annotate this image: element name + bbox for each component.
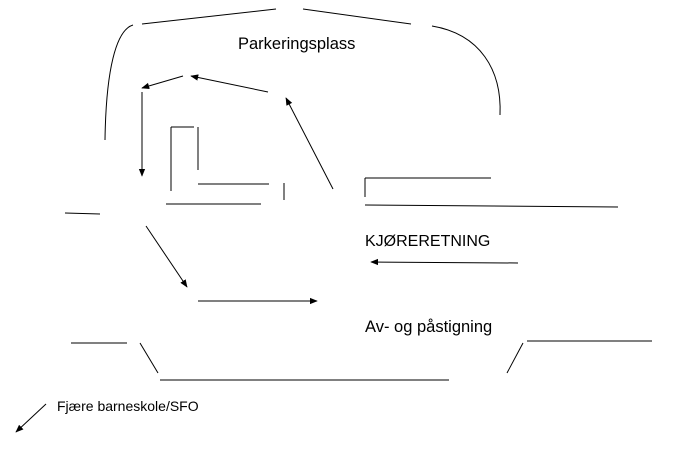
dropoff-right-diagonal (506, 342, 524, 374)
route-arrow-up-right (285, 97, 334, 190)
school-direction-arrow (15, 403, 47, 433)
dropoff-area-label: Av- og påstigning (365, 318, 493, 336)
school-label: Fjære barneskole/SFO (57, 398, 199, 414)
route-arrow-top-left (190, 74, 269, 93)
dropoff-left-diagonal (139, 342, 159, 374)
route-arrow-top-short (141, 75, 184, 90)
parking-area-label: Parkeringsplass (238, 35, 356, 53)
parking-outline-right-curve (431, 25, 501, 116)
road-upper-edge (364, 204, 619, 208)
parking-outline-left-curve (104, 24, 134, 141)
parking-outline-top-right (302, 8, 412, 25)
driving-direction-label: KJØRERETNING (365, 233, 491, 250)
route-arrow-down-right (145, 225, 188, 288)
direction-arrow-left (370, 258, 519, 266)
road-left-stub (64, 212, 101, 215)
parking-outline-top-left (141, 8, 277, 25)
